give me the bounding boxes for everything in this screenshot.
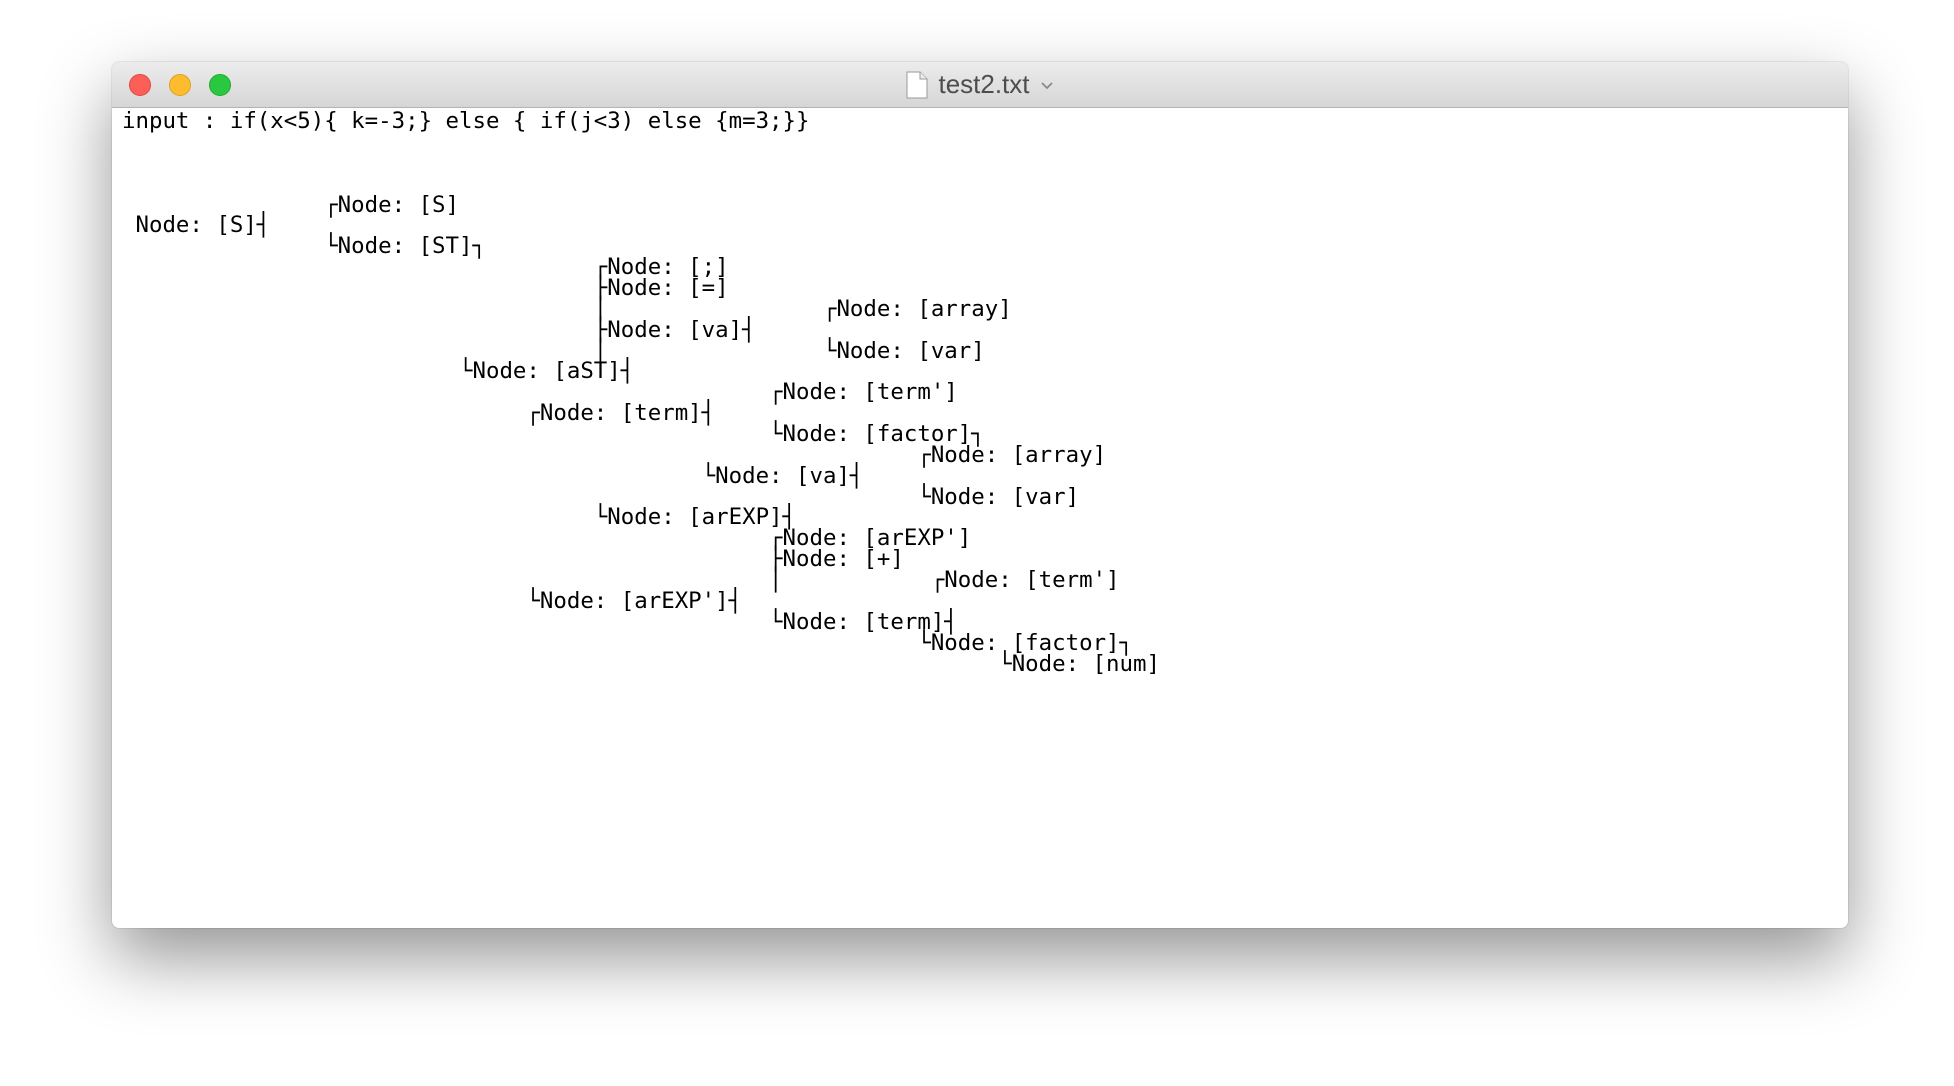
tree-line: └Node: [term]┤ bbox=[122, 609, 958, 635]
text-line-input: input : if(x<5){ k=-3;} else { if(j<3) e… bbox=[122, 108, 810, 134]
tree-line: └Node: [num] bbox=[122, 651, 1160, 677]
tree-line: Node: [S]┤ bbox=[122, 212, 271, 238]
window-title-group[interactable]: test2.txt bbox=[112, 62, 1848, 107]
title-bar[interactable]: test2.txt bbox=[112, 62, 1848, 108]
tree-line: │ ┌Node: [term'] bbox=[122, 567, 1120, 593]
tree-line: └Node: [arEXP]┤ bbox=[122, 504, 797, 530]
zoom-button[interactable] bbox=[209, 74, 231, 96]
tree-line: └Node: [factor]┐ bbox=[122, 630, 1134, 656]
tree-line: └Node: [factor]┐ bbox=[122, 421, 985, 447]
tree-line: └Node: [var] bbox=[122, 484, 1080, 510]
document-icon bbox=[906, 71, 928, 98]
tree-line: ├Node: [=] bbox=[122, 275, 729, 301]
tree-line: ┌Node: [array] bbox=[122, 442, 1107, 468]
text-content-area[interactable]: input : if(x<5){ k=-3;} else { if(j<3) e… bbox=[112, 108, 1848, 928]
tree-line: │ ┌Node: [array] bbox=[122, 296, 1012, 322]
text-editor-window: test2.txt input : if(x<5){ k=-3;} else {… bbox=[112, 62, 1848, 928]
tree-line: ┌Node: [term'] bbox=[122, 379, 958, 405]
tree-line: ├Node: [+] bbox=[122, 546, 904, 572]
tree-line: └Node: [aST]┤ bbox=[122, 358, 635, 384]
tree-line: ┌Node: [term]┤ bbox=[122, 400, 716, 426]
minimize-button[interactable] bbox=[169, 74, 191, 96]
tree-line: │ └Node: [var] bbox=[122, 338, 985, 364]
tree-line: ├Node: [va]┤ bbox=[122, 317, 756, 343]
chevron-down-icon[interactable] bbox=[1040, 81, 1054, 91]
close-button[interactable] bbox=[129, 74, 151, 96]
tree-line: ┌Node: [arEXP'] bbox=[122, 525, 972, 551]
tree-line: ┌Node: [;] bbox=[122, 254, 729, 280]
tree-line: └Node: [ST]┐ bbox=[122, 233, 486, 259]
window-title: test2.txt bbox=[938, 69, 1030, 99]
tree-line: ┌Node: [S] bbox=[122, 192, 460, 218]
tree-line: └Node: [va]┤ bbox=[122, 463, 864, 489]
tree-line: └Node: [arEXP']┤ bbox=[122, 588, 743, 614]
